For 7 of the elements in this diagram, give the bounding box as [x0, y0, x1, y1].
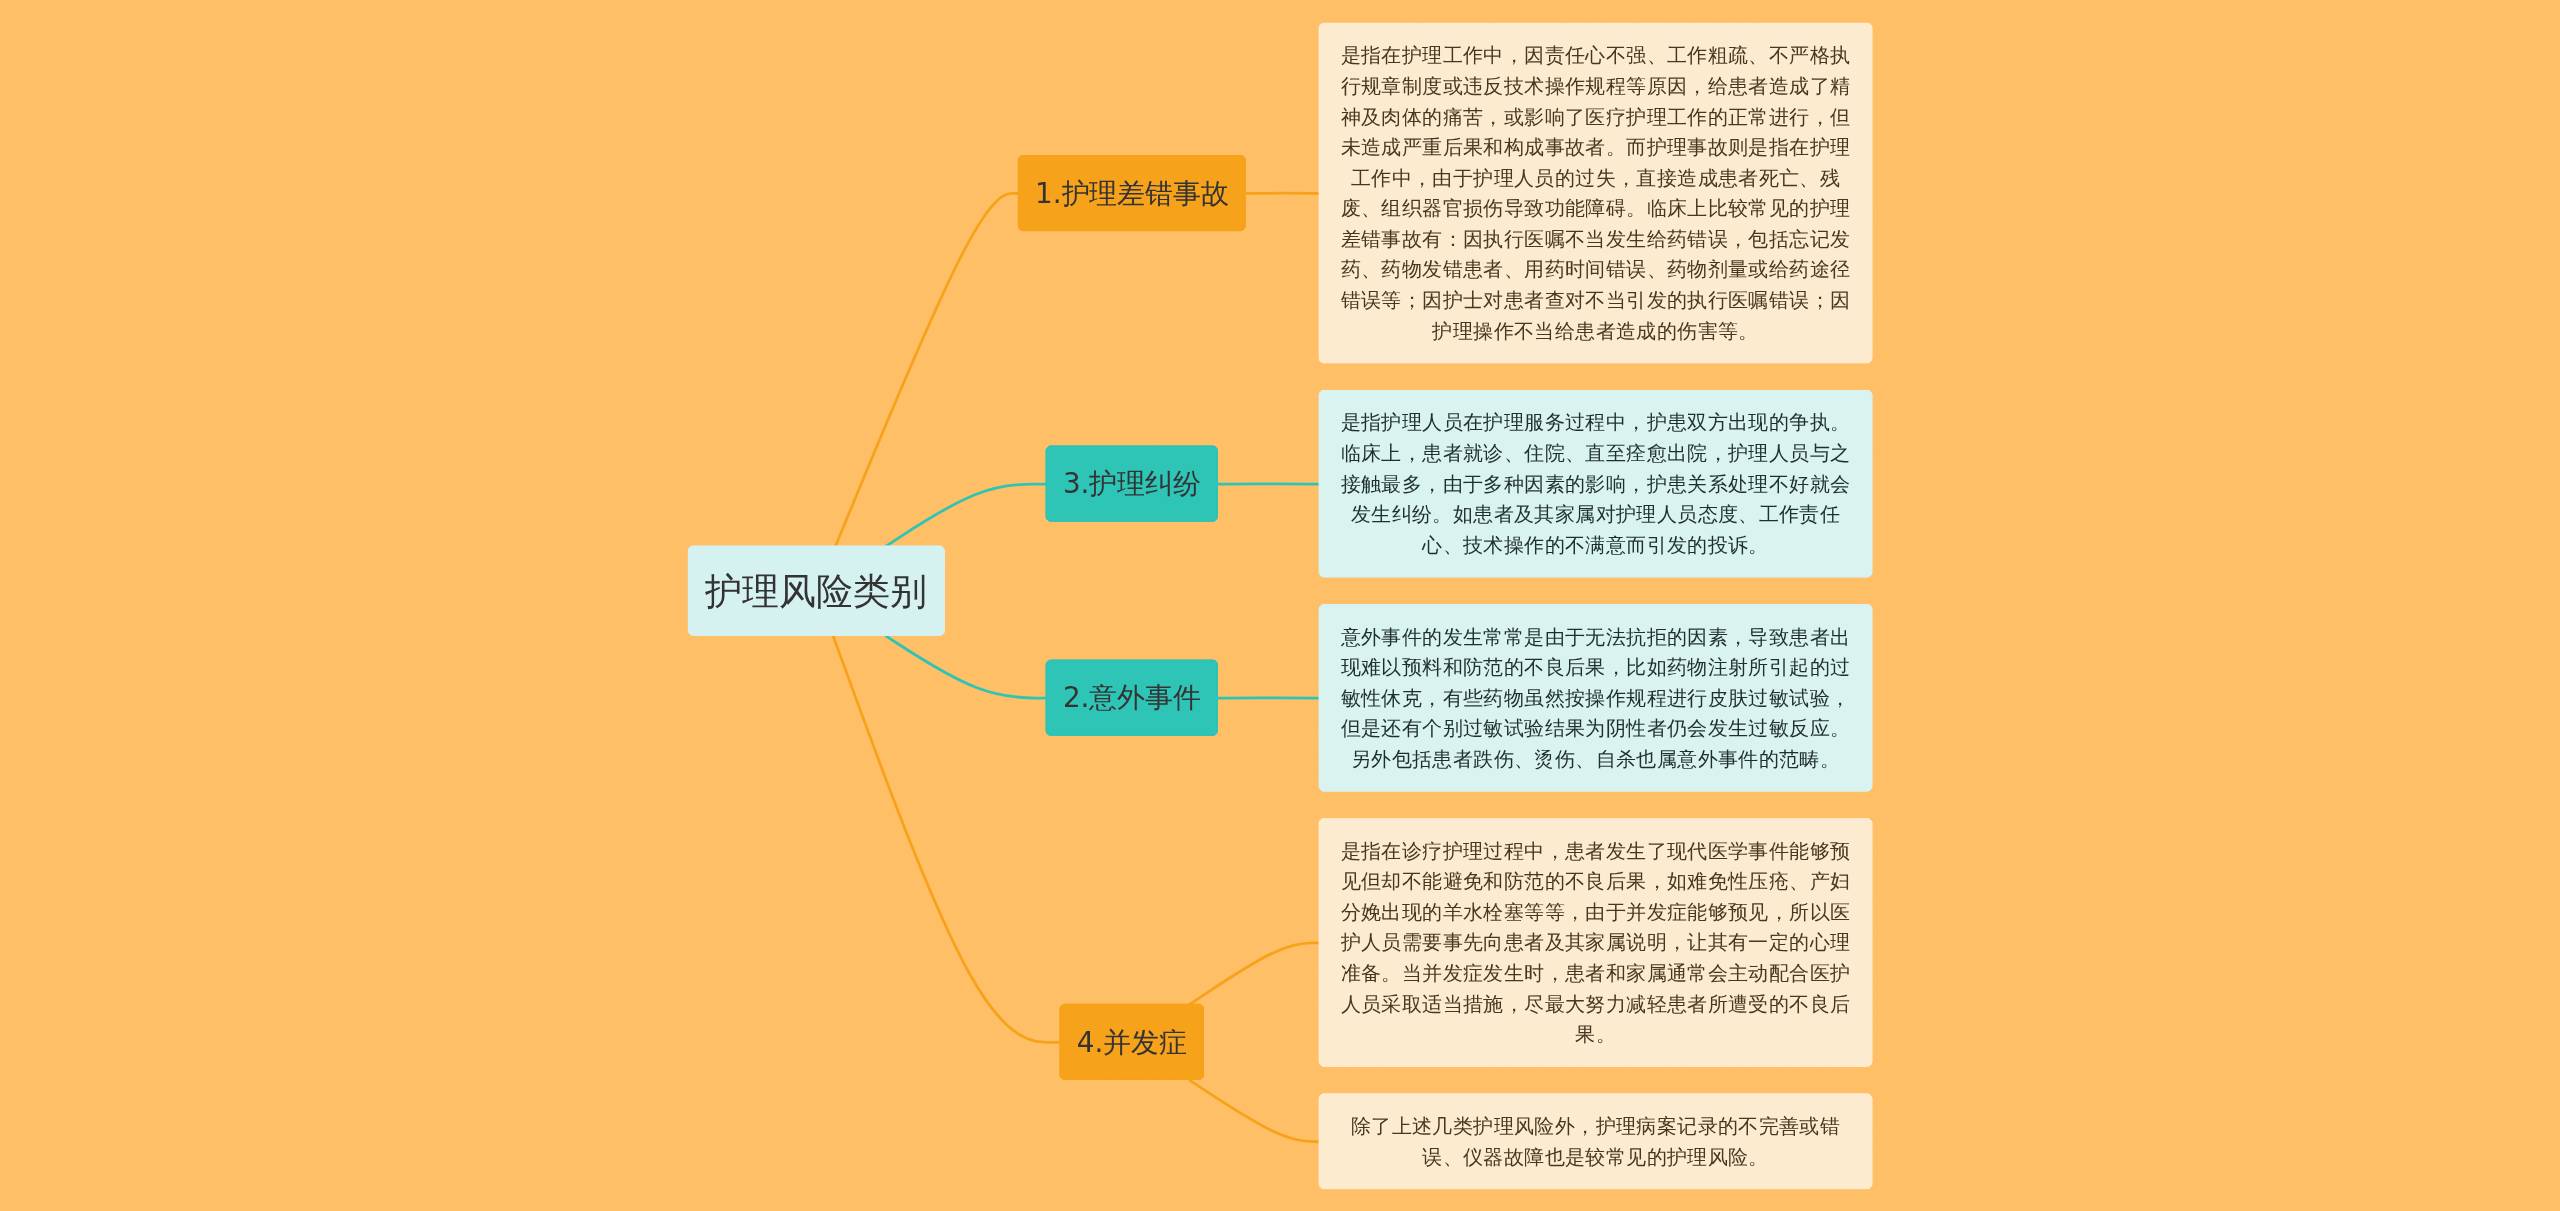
connector: [833, 191, 1019, 547]
connector: [1217, 696, 1320, 700]
connector: [1188, 1078, 1320, 1143]
connector: [884, 634, 1047, 700]
connector: [1245, 191, 1320, 195]
connector: [1217, 481, 1320, 485]
connector: [831, 634, 1061, 1044]
